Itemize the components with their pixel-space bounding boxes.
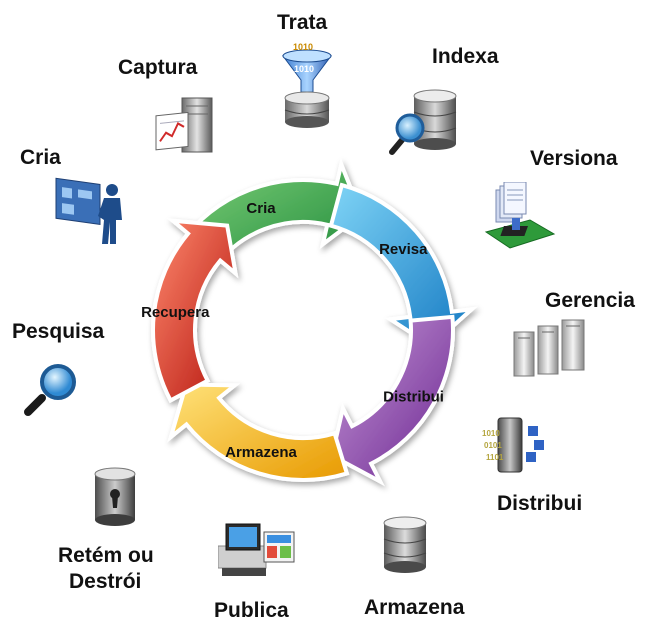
distribui-binary-1: 1010 xyxy=(482,429,500,438)
publica-label: Publica xyxy=(214,599,289,622)
trata-binary-bottom: 1010 xyxy=(294,64,314,74)
computer-publish-icon xyxy=(218,523,295,576)
distribui-binary-2: 0101 xyxy=(484,441,502,450)
scanner-capture-icon xyxy=(155,97,213,153)
cria-label: Cria xyxy=(20,146,61,169)
indexa-label: Indexa xyxy=(432,45,499,68)
magnifier-icon xyxy=(24,364,76,416)
retem-label-line1: Retém ou xyxy=(58,544,154,567)
distribui-binary-3: 1101 xyxy=(486,453,504,462)
captura-label: Captura xyxy=(118,56,198,79)
distribui-label: Distribui xyxy=(497,492,583,515)
servers-icon xyxy=(513,319,585,377)
versiona-label: Versiona xyxy=(530,147,618,170)
locked-vault-icon xyxy=(94,467,136,526)
document-versions-icon xyxy=(484,182,556,249)
filter-database-icon: 1010 1010 xyxy=(282,42,332,128)
cycle-arrow-distribui xyxy=(329,314,455,487)
cycle-arrow-recupera xyxy=(151,218,239,404)
database-icon xyxy=(383,516,427,573)
cycle-arrow-armazena xyxy=(167,382,350,482)
armazena-label: Armazena xyxy=(364,596,465,619)
gerencia-label: Gerencia xyxy=(545,289,635,312)
cycle-label-distribui: Distribui xyxy=(383,388,444,405)
database-search-icon xyxy=(389,89,457,155)
cycle-label-recupera: Recupera xyxy=(141,304,210,321)
cycle-label-cria: Cria xyxy=(246,200,276,217)
cycle-label-armazena: Armazena xyxy=(225,444,297,461)
cycle-label-revisa: Revisa xyxy=(379,241,428,258)
retem-label-line2: Destrói xyxy=(69,570,142,593)
person-at-screen-icon xyxy=(55,177,122,244)
pesquisa-label: Pesquisa xyxy=(12,320,105,343)
cycle-arrow-revisa xyxy=(328,182,478,349)
trata-binary-top: 1010 xyxy=(293,42,313,52)
distributed-server-icon: 1010 0101 1101 xyxy=(482,417,544,473)
trata-label: Trata xyxy=(277,11,328,34)
